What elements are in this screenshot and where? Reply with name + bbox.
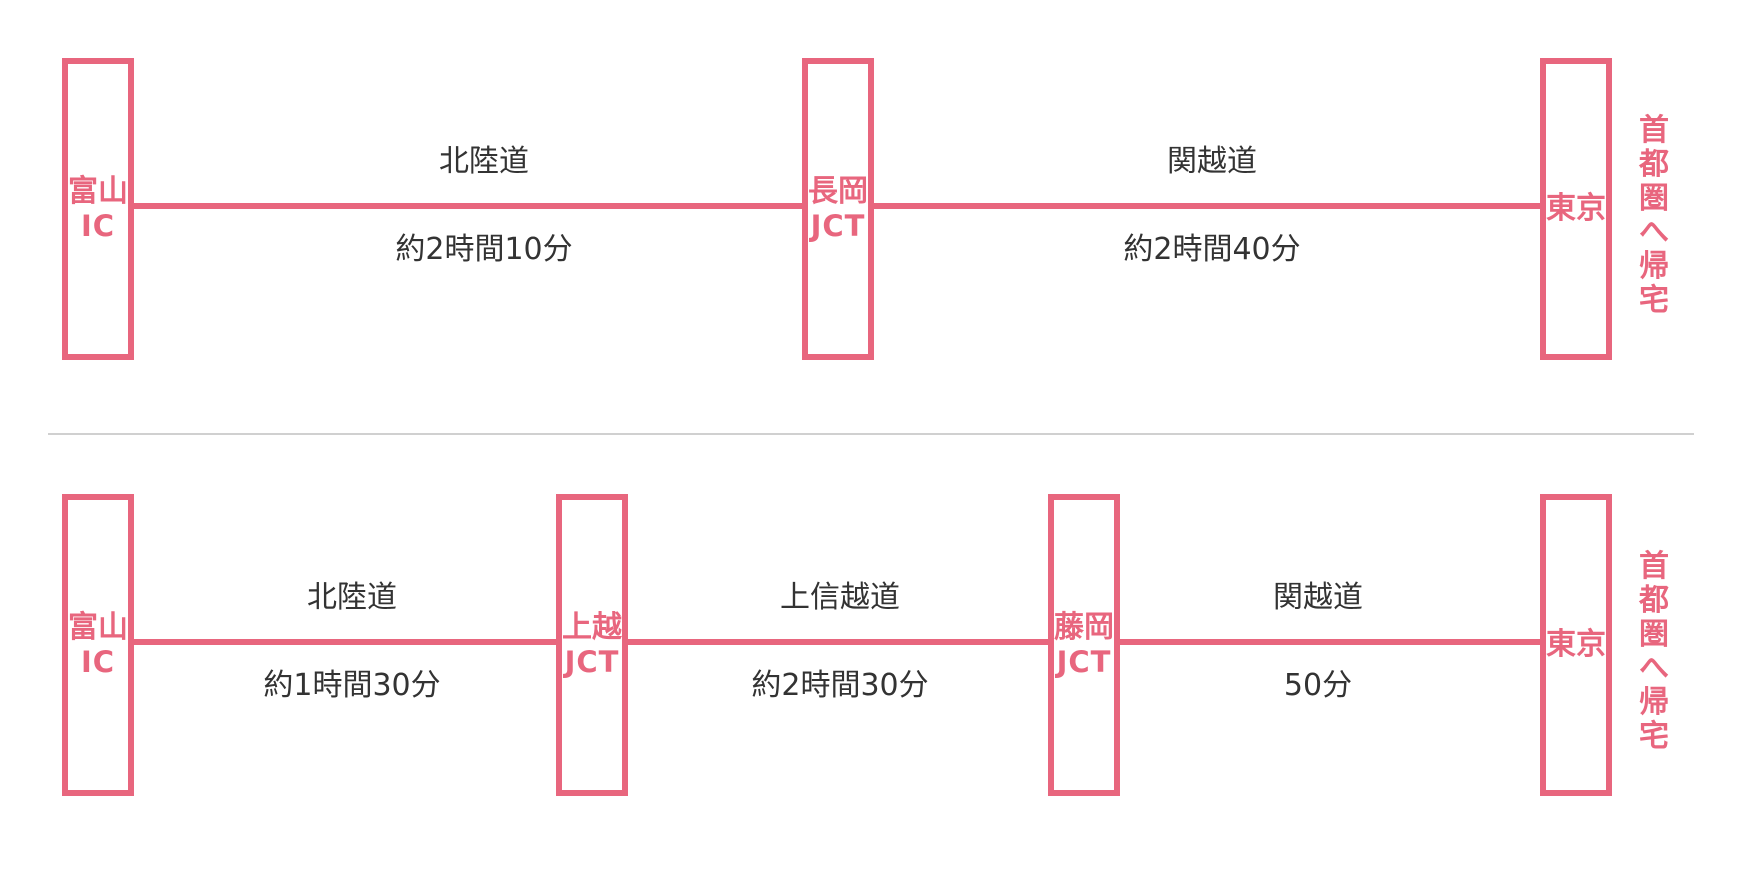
segment-travel-time: 約2時間40分 <box>1123 232 1301 267</box>
node-label: 富山 <box>68 174 128 209</box>
segment-travel-time: 約2時間10分 <box>395 232 573 267</box>
node-toyama-ic: 富山 IC <box>62 494 134 796</box>
node-label: 富山 <box>68 610 128 645</box>
node-label-latin: IC <box>80 645 116 679</box>
node-toyama-ic: 富山 IC <box>62 58 134 360</box>
destination-label: 首都圏へ帰宅 <box>1639 549 1669 754</box>
segment-road-name: 上信越道 <box>780 580 900 615</box>
node-tokyo: 東京 <box>1540 58 1612 360</box>
road-line <box>130 639 1540 645</box>
node-fujioka-jct: 藤岡 JCT <box>1048 494 1120 796</box>
node-label: 上越 <box>562 610 622 645</box>
destination-label: 首都圏へ帰宅 <box>1639 113 1669 318</box>
node-label: 東京 <box>1546 627 1606 662</box>
node-label-latin: JCT <box>1056 645 1112 679</box>
node-label-latin: JCT <box>810 209 866 243</box>
node-tokyo: 東京 <box>1540 494 1612 796</box>
route-diagram-1: 富山 IC 北陸道 約2時間10分 長岡 JCT 関越道 約2時間40分 東京 … <box>0 58 1740 378</box>
node-label-latin: IC <box>80 209 116 243</box>
segment-travel-time: 約2時間30分 <box>751 668 929 703</box>
segment-travel-time: 約1時間30分 <box>263 668 441 703</box>
route-divider <box>48 433 1694 435</box>
node-label: 東京 <box>1546 191 1606 226</box>
segment-road-name: 北陸道 <box>307 580 397 615</box>
segment-road-name: 関越道 <box>1273 580 1363 615</box>
segment-road-name: 関越道 <box>1167 144 1257 179</box>
node-label-latin: JCT <box>564 645 620 679</box>
node-nagaoka-jct: 長岡 JCT <box>802 58 874 360</box>
node-label: 藤岡 <box>1054 610 1114 645</box>
node-joetsu-jct: 上越 JCT <box>556 494 628 796</box>
route-diagram-2: 富山 IC 北陸道 約1時間30分 上越 JCT 上信越道 約2時間30分 藤岡… <box>0 494 1740 814</box>
segment-road-name: 北陸道 <box>439 144 529 179</box>
node-label: 長岡 <box>808 174 868 209</box>
segment-travel-time: 50分 <box>1283 668 1353 703</box>
